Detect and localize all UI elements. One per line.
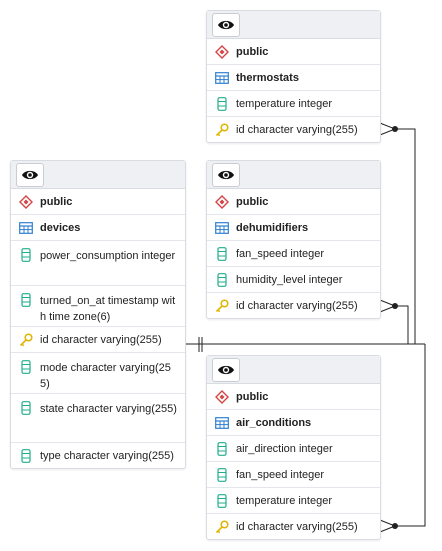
edge-to-air-conditions xyxy=(395,344,426,527)
table-devices[interactable]: public devices power_consumption integer… xyxy=(10,160,186,469)
schema-icon xyxy=(215,194,229,209)
table-icon xyxy=(215,71,229,85)
edge-to-thermostats xyxy=(395,128,416,344)
schema-name: public xyxy=(40,195,73,208)
crow-foot-air-conditions xyxy=(379,519,396,533)
column-icon xyxy=(215,246,229,261)
column-label: air_direction integer xyxy=(236,442,333,455)
column-label: temperature integer xyxy=(236,97,332,110)
schema-icon xyxy=(215,389,229,404)
table-name-row: thermostats xyxy=(207,65,380,91)
schema-row: public xyxy=(11,189,185,215)
column-label: mode character varying(255) xyxy=(40,362,171,390)
table-thermostats[interactable]: public thermostats temperature integer i… xyxy=(206,10,381,143)
eye-icon[interactable] xyxy=(16,162,44,187)
schema-name: public xyxy=(236,390,269,403)
column-label: temperature integer xyxy=(236,494,332,507)
table-air-conditions[interactable]: public air_conditions air_direction inte… xyxy=(206,355,381,540)
column-label: humidity_level integer xyxy=(236,273,343,286)
eye-icon[interactable] xyxy=(212,12,240,37)
column-icon xyxy=(215,272,229,287)
schema-row: public xyxy=(207,39,380,65)
column-row-key[interactable]: id character varying(255) xyxy=(207,117,380,142)
column-label: fan_speed integer xyxy=(236,468,325,481)
table-name: thermostats xyxy=(236,71,299,84)
column-row[interactable]: humidity_level integer xyxy=(207,267,380,293)
schema-icon xyxy=(215,44,229,59)
column-label: fan_speed integer xyxy=(236,247,325,260)
key-icon xyxy=(19,332,33,347)
table-name: dehumidifiers xyxy=(236,221,309,234)
table-header xyxy=(207,11,380,39)
column-row[interactable]: type character varying(255) xyxy=(11,443,185,468)
table-name-row: devices xyxy=(11,215,185,241)
crow-foot-thermostats xyxy=(379,122,396,136)
column-icon xyxy=(215,441,229,456)
column-icon xyxy=(19,360,33,374)
column-icon xyxy=(19,293,33,307)
key-icon xyxy=(215,122,229,137)
column-label: id character varying(255) xyxy=(236,123,358,136)
key-icon xyxy=(215,519,229,534)
table-dehumidifiers[interactable]: public dehumidifiers fan_speed integer h… xyxy=(206,160,381,319)
table-name-row: dehumidifiers xyxy=(207,215,380,241)
schema-row: public xyxy=(207,384,380,410)
dot-dehumidifiers xyxy=(392,303,398,309)
column-label: id character varying(255) xyxy=(40,333,162,346)
column-icon xyxy=(19,401,33,415)
schema-name: public xyxy=(236,195,269,208)
column-row[interactable]: turned_on_at timestamp with time zone(6) xyxy=(11,286,185,327)
eye-icon[interactable] xyxy=(212,357,240,382)
schema-icon xyxy=(19,194,33,209)
eye-icon[interactable] xyxy=(212,162,240,187)
table-icon xyxy=(19,221,33,235)
table-header xyxy=(207,356,380,384)
table-name-row: air_conditions xyxy=(207,410,380,436)
column-row[interactable]: fan_speed integer xyxy=(207,462,380,488)
column-row[interactable]: temperature integer xyxy=(207,91,380,117)
dot-thermostats xyxy=(392,126,398,132)
column-row-key[interactable]: id character varying(255) xyxy=(207,293,380,318)
column-icon xyxy=(19,448,33,463)
table-name: devices xyxy=(40,221,81,234)
schema-name: public xyxy=(236,45,269,58)
crow-foot-dehumidifiers xyxy=(379,299,396,313)
table-name: air_conditions xyxy=(236,416,312,429)
column-row-key[interactable]: id character varying(255) xyxy=(11,327,185,353)
column-icon xyxy=(215,96,229,111)
table-header xyxy=(11,161,185,189)
column-icon xyxy=(215,467,229,482)
key-icon xyxy=(215,298,229,313)
column-row[interactable]: air_direction integer xyxy=(207,436,380,462)
column-label: turned_on_at timestamp with time zone(6) xyxy=(40,295,176,323)
column-row[interactable]: temperature integer xyxy=(207,488,380,514)
column-label: power_consumption integer xyxy=(40,250,176,262)
edge-to-dehumidifiers xyxy=(395,305,409,344)
column-icon xyxy=(19,248,33,262)
column-row[interactable]: power_consumption integer xyxy=(11,241,185,286)
column-label: state character varying(255) xyxy=(40,403,177,415)
column-label: id character varying(255) xyxy=(236,299,358,312)
column-row[interactable]: mode character varying(255) xyxy=(11,353,185,394)
table-icon xyxy=(215,221,229,235)
table-header xyxy=(207,161,380,189)
column-row[interactable]: state character varying(255) xyxy=(11,394,185,443)
column-label: type character varying(255) xyxy=(40,449,174,462)
column-icon xyxy=(215,493,229,508)
table-icon xyxy=(215,416,229,430)
column-label: id character varying(255) xyxy=(236,520,358,533)
column-row[interactable]: fan_speed integer xyxy=(207,241,380,267)
schema-row: public xyxy=(207,189,380,215)
dot-air-conditions xyxy=(392,523,398,529)
column-row-key[interactable]: id character varying(255) xyxy=(207,514,380,539)
